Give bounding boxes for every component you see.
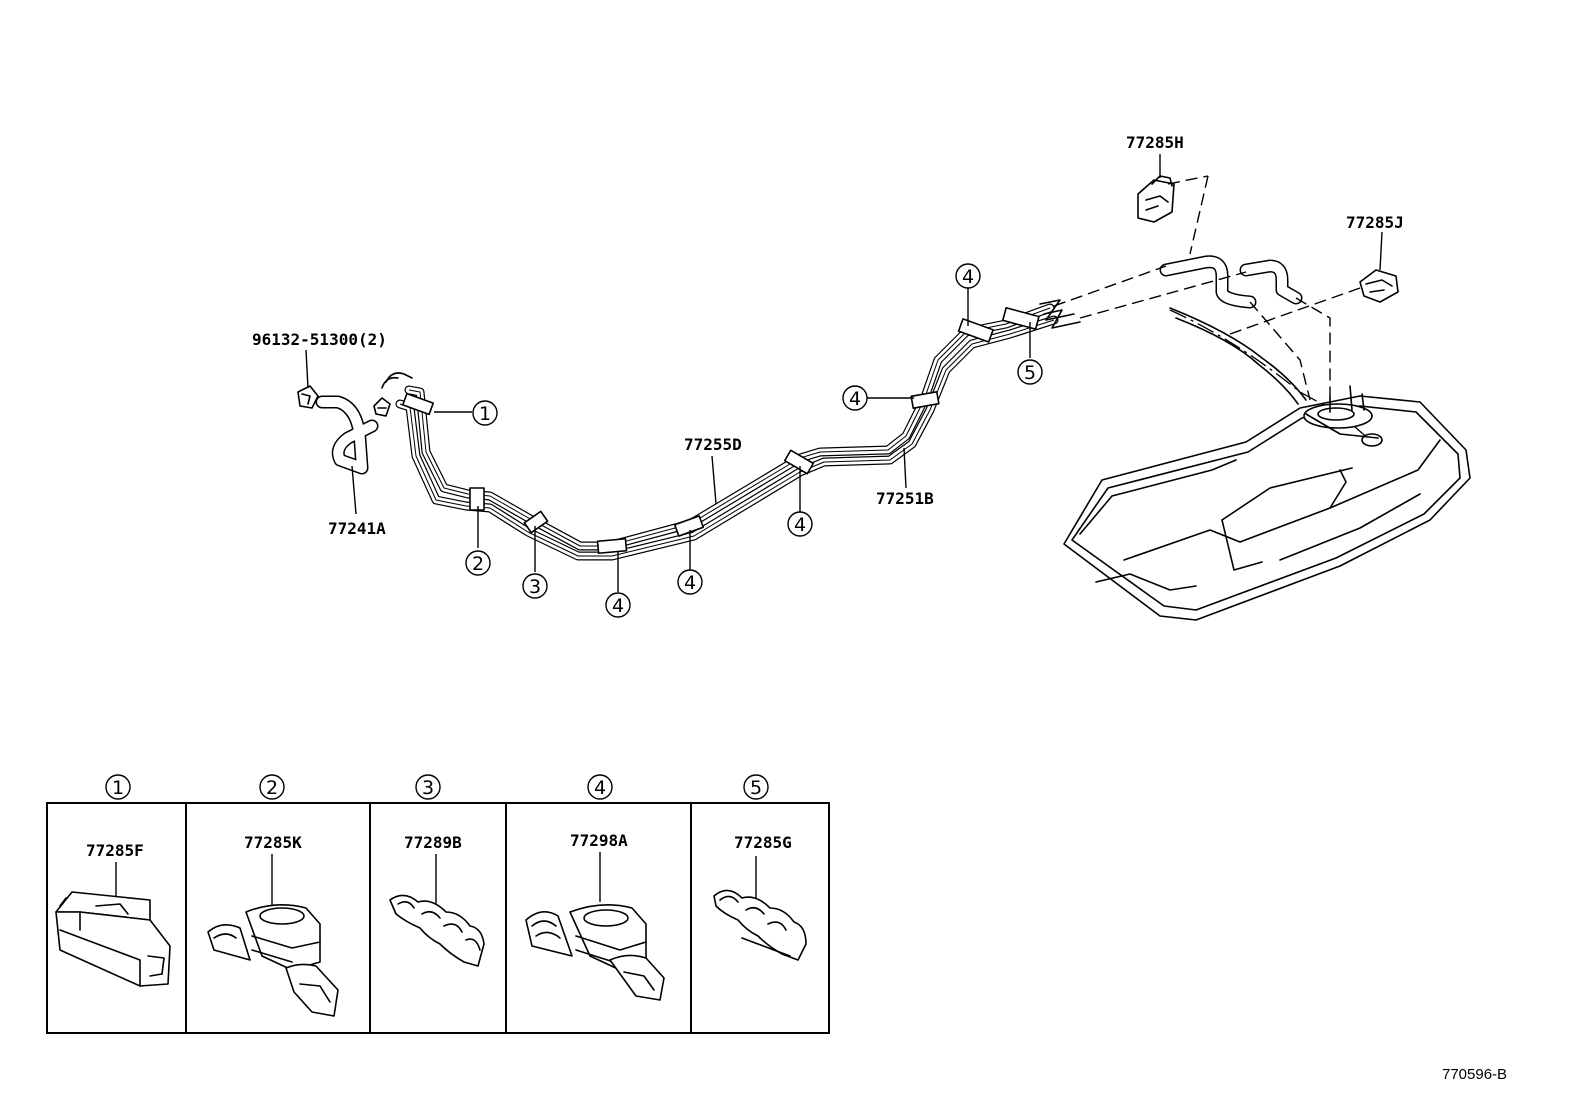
- callout-5: 5: [1017, 359, 1043, 385]
- svg-text:5: 5: [750, 777, 762, 799]
- callout-3: 3: [522, 573, 548, 599]
- svg-text:2: 2: [472, 553, 484, 575]
- legend-part-77298a: 77298A: [570, 831, 628, 850]
- clamp-77285h-icon: [1137, 175, 1175, 223]
- clamp-77285g-icon: [713, 856, 807, 961]
- label-77241a: 77241A: [328, 519, 386, 538]
- legend-ref-2: 2: [259, 774, 285, 800]
- svg-text:2: 2: [266, 777, 278, 799]
- part-labels: 96132-51300(2) 77241A 77255D 77251B 7728…: [252, 133, 1404, 538]
- fuel-pipe-run: [381, 299, 1081, 561]
- callout-4: 4: [787, 511, 813, 537]
- leader-lines: [305, 154, 1383, 592]
- svg-text:4: 4: [962, 266, 974, 288]
- legend-part-77285f: 77285F: [86, 841, 144, 860]
- svg-text:4: 4: [849, 388, 861, 410]
- clamp-77285f-icon: [55, 862, 171, 987]
- svg-text:4: 4: [684, 572, 696, 594]
- legend-ref-5: 5: [743, 774, 769, 800]
- svg-text:3: 3: [529, 576, 541, 598]
- callout-4: 4: [955, 263, 981, 289]
- rear-hoses: [1159, 255, 1303, 309]
- label-77285j: 77285J: [1346, 213, 1404, 232]
- clamp-77289b-icon: [389, 854, 485, 967]
- clamp-77285j-icon: [1359, 269, 1399, 303]
- figure-code: 770596-B: [1442, 1066, 1507, 1083]
- legend-part-77285g: 77285G: [734, 833, 792, 852]
- callout-2: 2: [465, 550, 491, 576]
- callout-4: 4: [677, 569, 703, 595]
- clamp-77285k-icon: [207, 854, 339, 1017]
- connection-lines: [1053, 175, 1371, 441]
- clamp-legend: 1 2 3 4 5 77285F 77285K 77289B 77298A 77…: [46, 774, 830, 1034]
- clamp-77298a-icon: [525, 852, 665, 1001]
- svg-text:1: 1: [112, 777, 124, 799]
- legend-ref-3: 3: [415, 774, 441, 800]
- legend-part-77285k: 77285K: [244, 833, 302, 852]
- callouts: 1 2 3 4 4 4 4 4 5: [465, 263, 1043, 618]
- label-77285h: 77285H: [1126, 133, 1184, 152]
- callout-4: 4: [842, 385, 868, 411]
- svg-text:5: 5: [1024, 362, 1036, 384]
- svg-text:4: 4: [794, 514, 806, 536]
- label-77251b: 77251B: [876, 489, 934, 508]
- legend-ref-4: 4: [587, 774, 613, 800]
- label-77255d: 77255D: [684, 435, 742, 454]
- label-96132-51300: 96132-51300(2): [252, 330, 387, 349]
- front-hose: [315, 395, 379, 475]
- svg-text:3: 3: [422, 777, 434, 799]
- legend-part-77289b: 77289B: [404, 833, 462, 852]
- callout-1: 1: [472, 400, 498, 426]
- svg-text:1: 1: [479, 403, 491, 425]
- svg-text:4: 4: [594, 777, 606, 799]
- callout-4: 4: [605, 592, 631, 618]
- fuel-tank: [1063, 307, 1471, 621]
- svg-text:4: 4: [612, 595, 624, 617]
- legend-ref-1: 1: [105, 774, 131, 800]
- bolt-clip: [297, 385, 391, 417]
